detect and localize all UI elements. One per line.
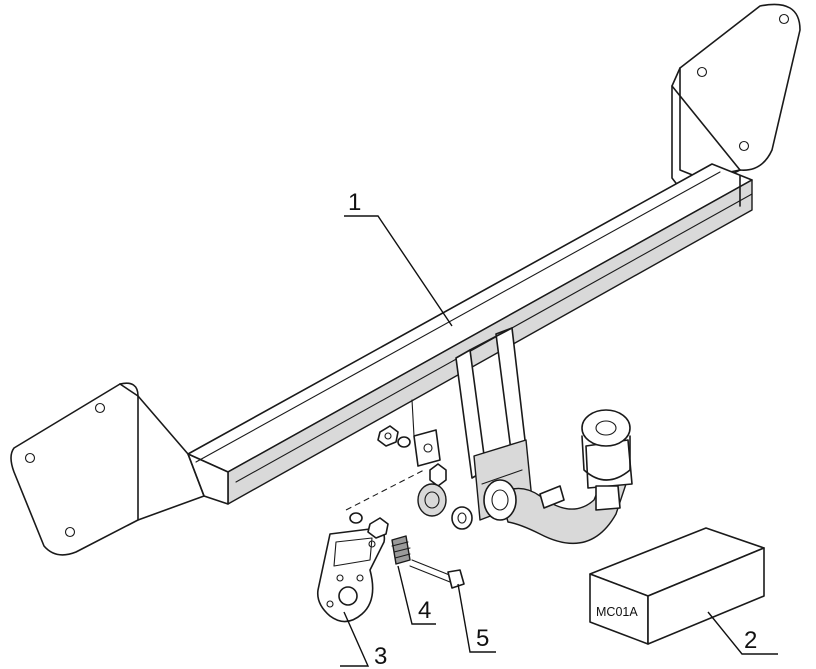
tow-ball-neck [483, 409, 633, 544]
lock-cap [417, 483, 447, 517]
washer [349, 512, 363, 524]
callout-3: 3 [374, 643, 387, 669]
callout-2: 2 [744, 627, 757, 654]
bolt-hole [778, 13, 790, 25]
leader-lines [340, 215, 778, 667]
left-mounting-bracket [10, 382, 205, 556]
package-code: MC01A [596, 605, 638, 619]
right-mounting-bracket [671, 3, 801, 197]
tow-ball [581, 409, 631, 447]
bolt-hole [696, 66, 708, 78]
mounting-plate [413, 429, 441, 467]
bolt-hole [64, 526, 76, 538]
knob [451, 506, 473, 530]
bolt [409, 559, 465, 589]
socket-plate [316, 512, 389, 623]
spring [391, 535, 411, 565]
bolt-hole [24, 452, 36, 464]
package-box: MC01A [589, 527, 765, 645]
bolt-hole [94, 402, 106, 414]
washer [397, 436, 411, 448]
callout-1: 1 [348, 189, 361, 216]
bolt-hole [738, 140, 750, 152]
neck-socket [483, 479, 517, 521]
nut [367, 517, 389, 539]
nut [377, 425, 399, 447]
callout-4: 4 [418, 597, 431, 624]
main-crossbar [187, 163, 753, 505]
hardware-upper [345, 399, 473, 530]
callout-5: 5 [476, 625, 489, 652]
